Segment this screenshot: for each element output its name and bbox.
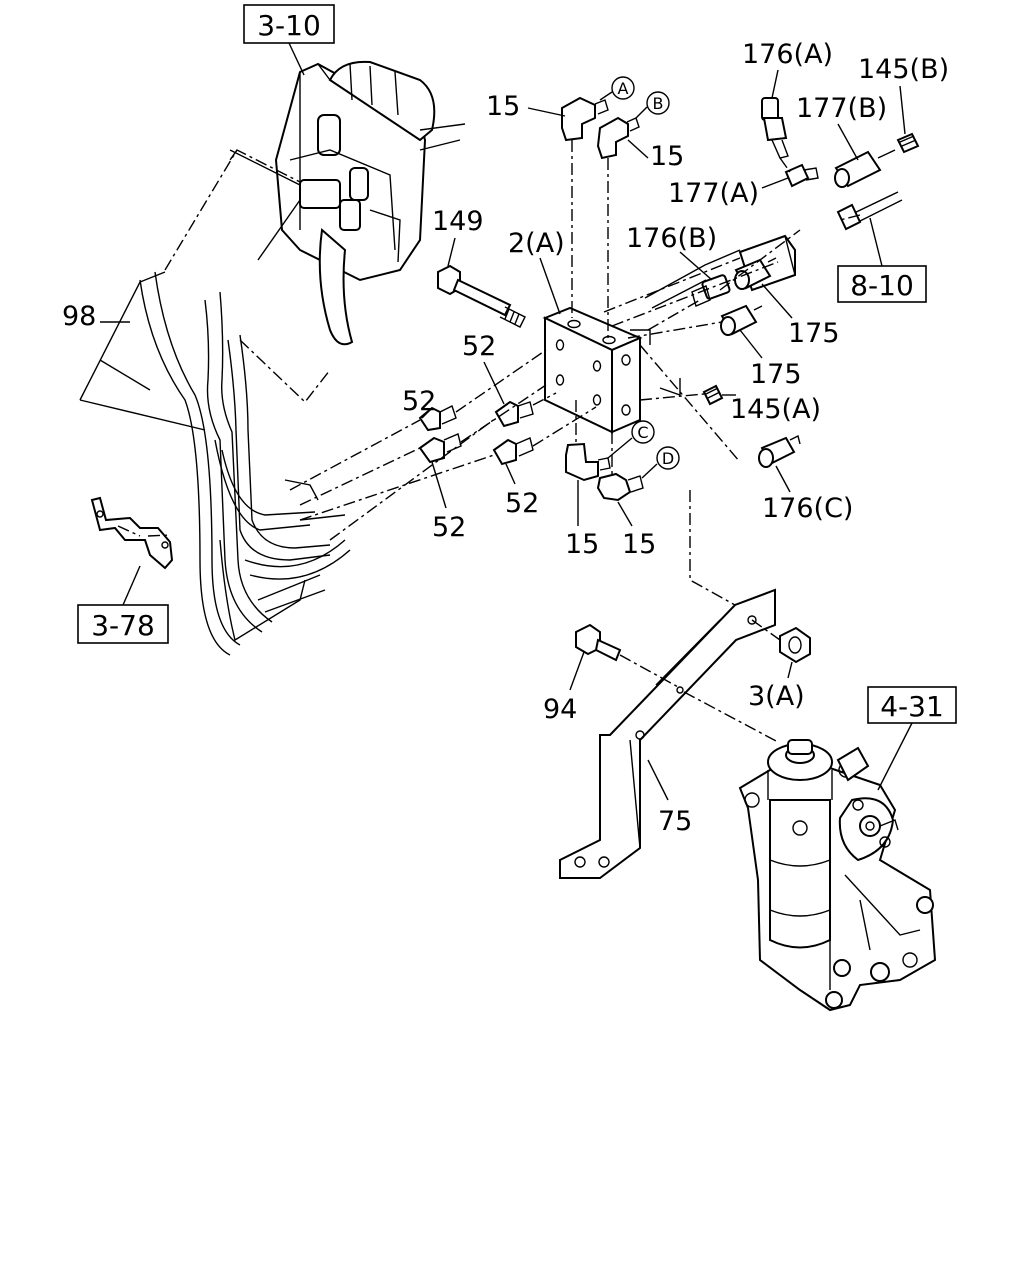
pipe-bundle: [139, 271, 351, 656]
ref-4-31[interactable]: 4-31: [867, 686, 957, 791]
label-177b: 177(B): [796, 93, 887, 124]
switch-176c: [758, 434, 801, 468]
label-15-top-left: 15: [486, 91, 520, 122]
fitting-52-c: [418, 433, 462, 464]
fitting-175-b: [720, 304, 763, 336]
bolt-94: [575, 623, 622, 662]
marker-a: A: [599, 76, 635, 101]
marker-d-label: D: [662, 449, 674, 468]
pedal-assembly: [229, 60, 466, 346]
actuator-assembly: [738, 739, 937, 1012]
nut-3a: [779, 626, 811, 664]
label-177a: 177(A): [668, 178, 759, 209]
label-52-c: 52: [432, 512, 466, 543]
switch-176a: [761, 97, 789, 159]
callout-98: 98: [62, 149, 331, 431]
adapter-177b: [834, 149, 896, 188]
clip-bracket: [90, 496, 174, 570]
ref-3-10-label: 3-10: [257, 9, 321, 42]
marker-c: C: [607, 420, 655, 459]
label-175-b: 175: [750, 359, 802, 390]
bracket-75: [559, 588, 776, 879]
label-145b: 145(B): [858, 54, 949, 85]
marker-d: D: [641, 446, 680, 479]
label-145a: 145(A): [730, 394, 821, 425]
marker-b-label: B: [653, 94, 664, 113]
elbow-15-c: [565, 442, 611, 482]
label-52-d: 52: [505, 488, 539, 519]
ref-3-10[interactable]: 3-10: [243, 4, 335, 76]
adapter-177a: [784, 163, 819, 188]
fitting-52-b: [494, 400, 534, 428]
label-176a: 176(A): [742, 39, 833, 70]
ref-4-31-label: 4-31: [880, 690, 944, 723]
ref-8-10[interactable]: 8-10: [837, 217, 927, 303]
switch-176b: [691, 274, 731, 307]
label-52-b: 52: [462, 331, 496, 362]
elbow-15-d: [596, 472, 644, 502]
label-52-a: 52: [402, 386, 436, 417]
label-75: 75: [658, 806, 692, 837]
label-176c: 176(C): [762, 493, 853, 524]
ref-3-78[interactable]: 3-78: [77, 565, 169, 644]
label-15-bottom-left: 15: [565, 529, 599, 560]
label-98: 98: [62, 301, 96, 332]
ref-3-78-label: 3-78: [91, 609, 155, 642]
label-3a: 3(A): [748, 681, 805, 712]
elbow-15-a: [561, 96, 609, 142]
label-175-a: 175: [788, 318, 840, 349]
fitting-52-d: [492, 437, 534, 466]
marker-a-label: A: [618, 79, 629, 98]
label-176b: 176(B): [626, 223, 717, 254]
bolt-149: [437, 264, 526, 328]
plug-145b: [896, 132, 920, 154]
label-94: 94: [543, 694, 577, 725]
label-2a: 2(A): [508, 228, 565, 259]
label-15-bottom-right: 15: [622, 529, 656, 560]
label-149: 149: [432, 206, 484, 237]
elbow-15-b: [596, 116, 640, 160]
block-2a: [542, 306, 643, 434]
label-15-top-right: 15: [650, 141, 684, 172]
marker-b: B: [635, 91, 670, 119]
marker-c-label: C: [637, 423, 648, 442]
ref-8-10-label: 8-10: [850, 269, 914, 302]
plug-145a: [702, 384, 724, 406]
